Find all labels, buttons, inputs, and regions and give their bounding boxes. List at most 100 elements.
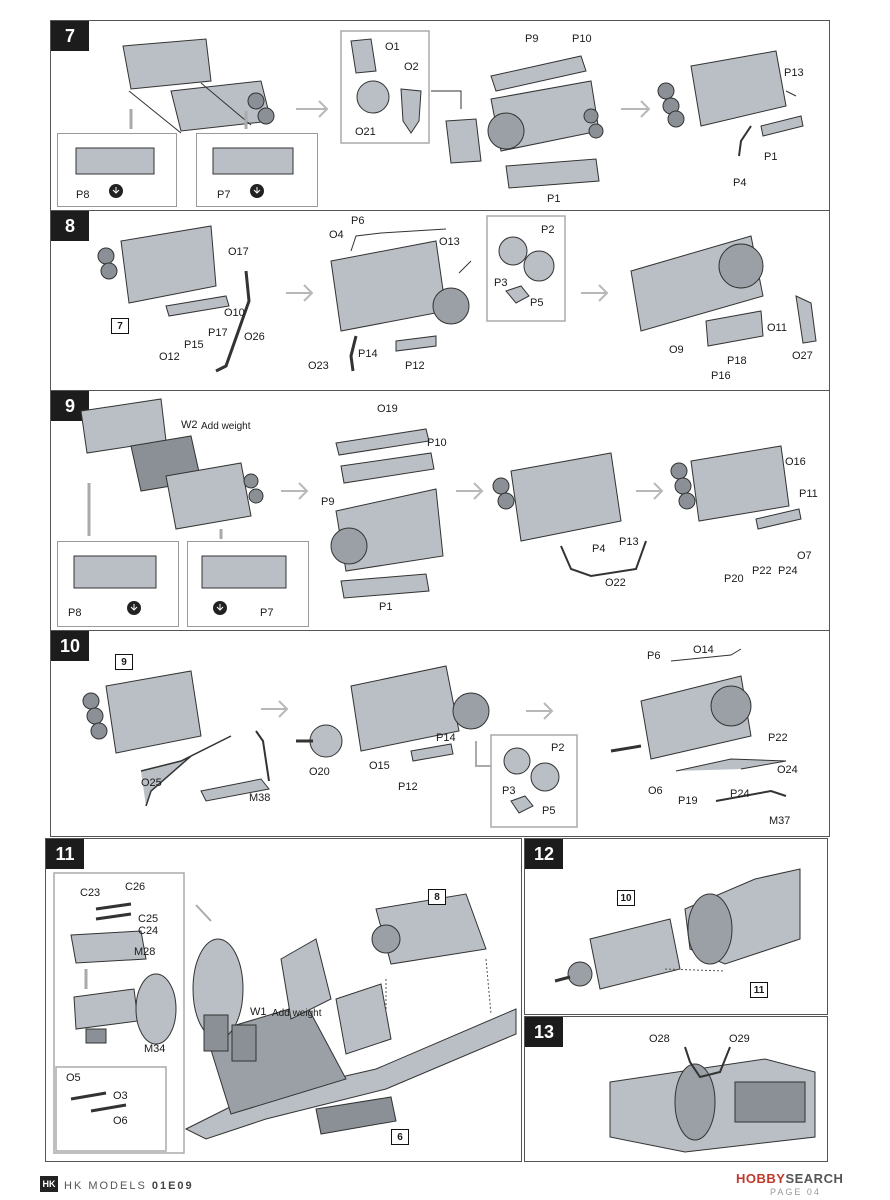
part-label: P8 [76, 189, 90, 201]
step-number: 12 [525, 839, 563, 869]
part-label: O12 [159, 351, 180, 363]
part-label: O1 [385, 41, 400, 53]
part-label: O9 [669, 344, 684, 356]
sub-assembly-box-p8: P8 [57, 133, 177, 207]
part-label: P6 [351, 215, 365, 227]
part-label: O22 [605, 577, 626, 589]
step-10-illustration [82, 648, 787, 828]
part-label: P12 [405, 360, 425, 372]
step-number: 7 [51, 21, 89, 51]
part-label: P12 [398, 781, 418, 793]
part-label: P14 [436, 732, 456, 744]
part-label: O5 [66, 1072, 81, 1084]
part-label: O2 [404, 61, 419, 73]
step-number: 11 [46, 839, 84, 869]
step-12-panel: 12 10 11 [524, 838, 828, 1015]
step-8-panel: 8 7 O17 O10 P17 P15 O12 O26 O4 P6 O13 P2… [50, 210, 830, 392]
sub-assembly-box-p8: P8 [57, 541, 179, 627]
part-label: P8 [68, 607, 82, 619]
part-label: P5 [542, 805, 556, 817]
part-label: C24 [138, 925, 159, 937]
step-7-illustration [122, 30, 804, 189]
step-9-panel: 9 W2 Add weight O19 P10 P9 P1 P4 P13 O22 [50, 390, 830, 632]
step-number: 8 [51, 211, 89, 241]
step-reference-box: 6 [391, 1129, 409, 1145]
weight-note: Add weight [272, 1008, 322, 1019]
part-label: O14 [693, 644, 714, 656]
part-label: O28 [649, 1033, 670, 1045]
part-label: O16 [785, 456, 806, 468]
watermark-logo: HOBBYSEARCH [736, 1171, 843, 1186]
part-label: O26 [244, 331, 265, 343]
part-label: C25 [138, 913, 159, 925]
kit-code: 01E09 [151, 1180, 194, 1192]
page-number: PAGE 04 [770, 1187, 821, 1197]
part-label: P10 [427, 437, 447, 449]
part-label: O6 [113, 1115, 128, 1127]
part-label: P19 [678, 795, 698, 807]
part-label: P13 [784, 67, 804, 79]
part-label: P10 [572, 33, 592, 45]
weight-id: W1 [250, 1006, 267, 1018]
part-label: O6 [648, 785, 663, 797]
part-label: P16 [711, 370, 731, 382]
part-label: O17 [228, 246, 249, 258]
part-label: O3 [113, 1090, 128, 1102]
step-12-illustration [554, 868, 801, 990]
watermark-part-a: HOBBY [736, 1171, 786, 1186]
step-number: 13 [525, 1017, 563, 1047]
part-label: O7 [797, 550, 812, 562]
part-label: M38 [249, 792, 271, 804]
step-7-panel: 7 O1 [50, 20, 830, 212]
part-label: P22 [768, 732, 788, 744]
part-label: O4 [329, 229, 344, 241]
part-label: C26 [125, 881, 146, 893]
part-label: P22 [752, 565, 772, 577]
part-label: P1 [547, 193, 561, 205]
part-label: P1 [764, 151, 778, 163]
part-label: P4 [592, 543, 606, 555]
step-13-illustration [609, 1046, 816, 1153]
part-label: P11 [799, 488, 818, 500]
part-label: P17 [208, 327, 228, 339]
part-label: O27 [792, 350, 813, 362]
part-label: C23 [80, 887, 101, 899]
step-9-illustration [80, 398, 802, 599]
part-label: P20 [724, 573, 744, 585]
part-label: P3 [494, 277, 508, 289]
step-reference-box: 10 [617, 890, 635, 906]
step-reference-box: 7 [111, 318, 129, 334]
part-label: M37 [769, 815, 791, 827]
part-label: P18 [727, 355, 747, 367]
brand-name: HK MODELS [64, 1180, 147, 1192]
step-10-panel: 10 9 O25 M38 O20 O15 P14 P12 P2 P3 P5 [50, 630, 830, 837]
part-label: O10 [224, 307, 245, 319]
part-label: P14 [358, 348, 378, 360]
part-label: P24 [730, 788, 750, 800]
part-label: P13 [619, 536, 639, 548]
part-label: P24 [778, 565, 798, 577]
part-label: P4 [733, 177, 747, 189]
part-label: P1 [379, 601, 393, 613]
step-number: 10 [51, 631, 89, 661]
step-reference-box: 8 [428, 889, 446, 905]
footer-brand: HK MODELS 01E09 [64, 1180, 194, 1192]
part-label: O21 [355, 126, 376, 138]
step-reference-box: 9 [115, 654, 133, 670]
sub-assembly-box-p7: P7 [196, 133, 318, 207]
weight-id: W2 [181, 419, 198, 431]
part-label: M34 [144, 1043, 166, 1055]
part-label: P6 [647, 650, 661, 662]
step-13-panel: 13 O28 O29 [524, 1016, 828, 1162]
part-label: O15 [369, 760, 390, 772]
step-8-illustration [97, 215, 817, 373]
part-label: O25 [141, 777, 162, 789]
part-label: O29 [729, 1033, 750, 1045]
part-label: P7 [217, 189, 231, 201]
part-label: P7 [260, 607, 274, 619]
part-label: P2 [541, 224, 555, 236]
part-label: P9 [321, 496, 335, 508]
part-label: O24 [777, 764, 798, 776]
part-label: O13 [439, 236, 460, 248]
part-label: O20 [309, 766, 330, 778]
